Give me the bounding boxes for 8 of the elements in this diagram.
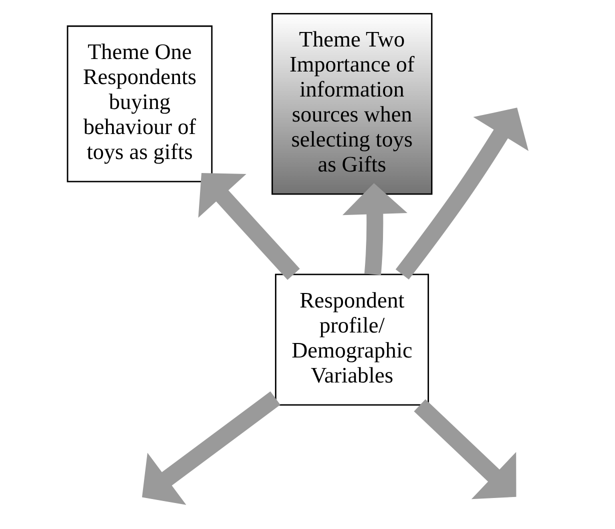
arrow [342,183,407,276]
arrow [395,108,528,280]
arrow [413,399,516,500]
arrow [142,391,280,505]
node-box: Theme One Respondents buying behaviour of toys as gifts [66,25,212,182]
arrow [198,173,300,280]
node-box: Theme Two Importance of information sources when selecting toys as Gifts [271,12,432,195]
node-box: Respondent profile/ Demographic Variables [274,274,428,406]
